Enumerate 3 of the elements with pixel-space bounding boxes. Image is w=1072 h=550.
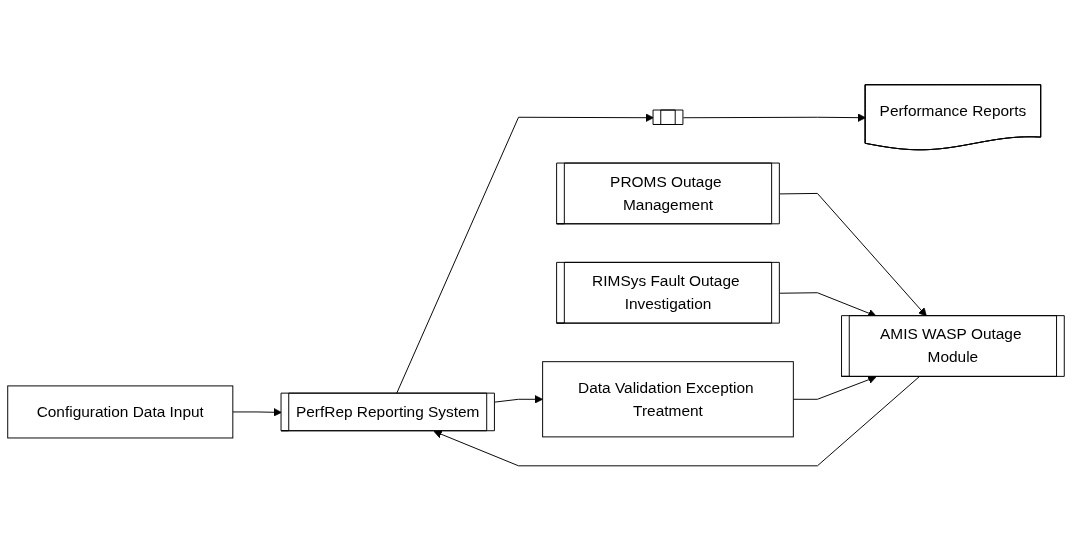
node-box: Configuration Data Input bbox=[7, 385, 234, 439]
node-box bbox=[652, 109, 684, 125]
node-box: Data Validation Exception Treatment bbox=[542, 360, 794, 438]
